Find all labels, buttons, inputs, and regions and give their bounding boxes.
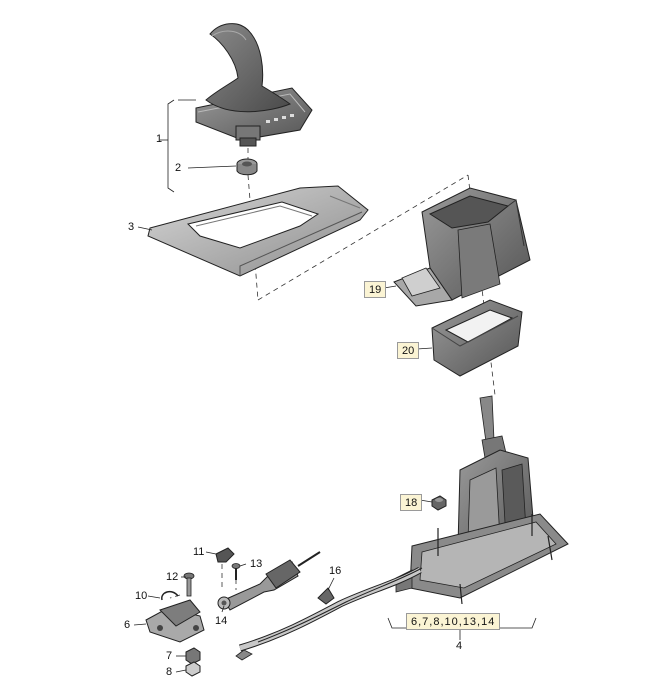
clip-part [215, 547, 235, 563]
selector-mechanism [395, 395, 569, 605]
callout-10: 10 [135, 590, 148, 602]
callout-2: 2 [175, 162, 182, 174]
console-insert [431, 299, 523, 377]
callout-6: 6 [124, 619, 131, 631]
callout-20: 20 [397, 342, 420, 359]
callout-11: 11 [193, 546, 205, 558]
bolt-part-12 [183, 572, 195, 597]
console-housing [393, 187, 531, 307]
bolt-part-13 [231, 563, 241, 580]
callout-16: 16 [329, 565, 342, 577]
nut-part-7 [185, 647, 201, 665]
spring-clip-part [161, 590, 179, 601]
ring-part [236, 158, 258, 176]
shift-cable [235, 566, 423, 661]
clip-part-16 [317, 587, 335, 605]
mounting-bracket [145, 599, 205, 643]
callout-4: 4 [456, 640, 463, 652]
callout-12: 12 [166, 571, 179, 583]
callout-14: 14 [215, 615, 228, 627]
callout-7: 7 [166, 650, 173, 662]
callout-8: 8 [166, 666, 173, 678]
cable-end-rod [217, 551, 321, 611]
cap-part-8 [185, 661, 201, 677]
callout-18: 18 [400, 494, 423, 511]
callout-1: 1 [156, 133, 163, 145]
callout-19: 19 [364, 281, 387, 298]
callout-13: 13 [250, 558, 263, 570]
nut-part [431, 495, 447, 511]
callout-3: 3 [128, 221, 135, 233]
gear-knob-assembly [195, 23, 313, 147]
callout-group-4-members: 6,7,8,10,13,14 [406, 613, 501, 630]
trim-frame [147, 185, 369, 277]
